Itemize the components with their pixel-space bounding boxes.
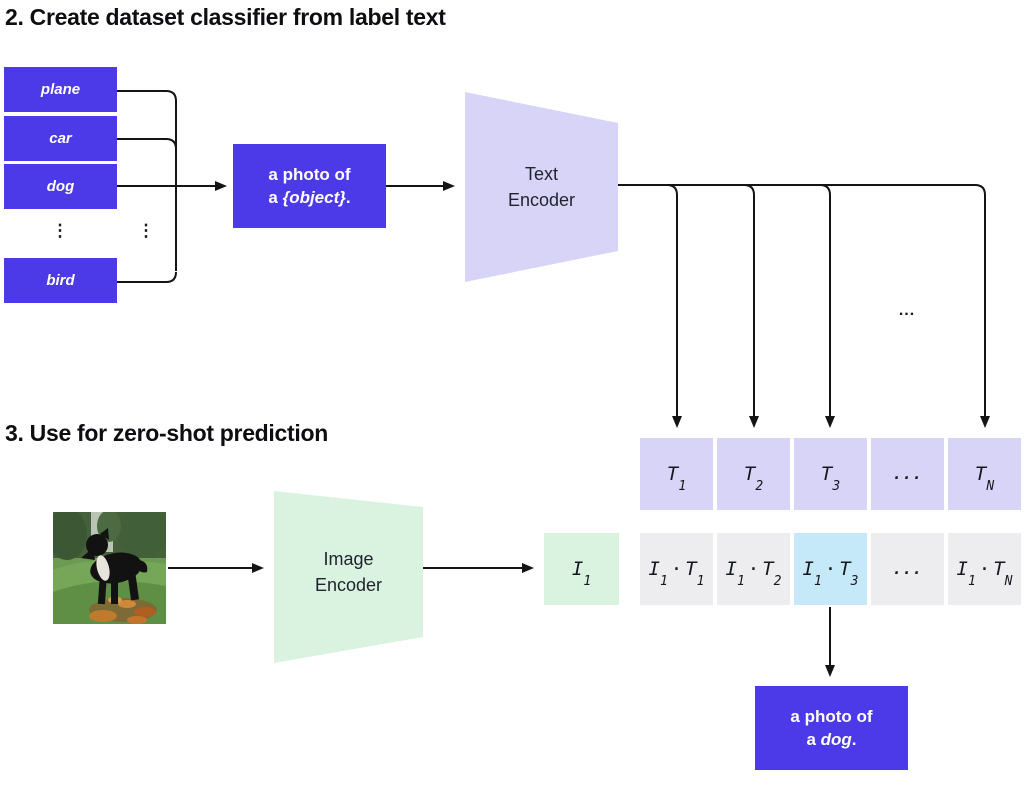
- class-label-car-text: car: [49, 130, 72, 147]
- class-label-car: car: [4, 116, 117, 161]
- i1-cell: I1: [544, 533, 619, 605]
- arrow-to-t1: [666, 184, 682, 428]
- class-label-dog-text: dog: [46, 178, 75, 195]
- i1t3-cell-highlighted: I1·T3: [794, 533, 867, 605]
- class-label-plane-text: plane: [40, 81, 81, 98]
- class-labels-ellipsis: ⋮: [51, 221, 69, 240]
- text-encoder-label: Text Encoder: [507, 164, 576, 210]
- t2-cell: T2: [717, 438, 790, 510]
- label-merge-lines: [117, 90, 227, 283]
- zero-shot-lines: [168, 563, 835, 677]
- arrow-to-tn: [618, 184, 990, 428]
- text-encoder-shape: [465, 92, 618, 282]
- arrow-to-t2: [743, 184, 759, 428]
- text-encoder-output-harness: [618, 184, 990, 428]
- result-object: dog: [820, 730, 852, 749]
- result-box: a photo of a dog.: [755, 686, 908, 770]
- t3-cell: T3: [794, 438, 867, 510]
- prompt-template-box: a photo of a {object}.: [233, 144, 386, 228]
- image-encoder-shape: [274, 491, 423, 663]
- dog-photo: [53, 512, 166, 624]
- prompt-object-placeholder: {object}: [282, 188, 346, 207]
- section2-title: 2. Create dataset classifier from label …: [5, 4, 446, 30]
- sim-ellipsis-cell: ...: [871, 533, 944, 605]
- tn-cell: TN: [948, 438, 1021, 510]
- t1-cell: T1: [640, 438, 713, 510]
- class-label-plane: plane: [4, 67, 117, 112]
- i1tn-cell: I1·TN: [948, 533, 1021, 605]
- i1t2-cell: I1·T2: [717, 533, 790, 605]
- prompt-line2: a {object}.: [268, 188, 351, 207]
- prompt-line1: a photo of: [268, 165, 351, 184]
- arrow-to-t3: [819, 184, 835, 428]
- class-label-bird-text: bird: [46, 272, 75, 289]
- merge-lines-ellipsis: ⋮: [137, 221, 155, 240]
- class-label-dog: dog: [4, 164, 117, 209]
- image-encoder-label: Image Encoder: [314, 549, 383, 595]
- harness-ellipsis: ...: [898, 302, 916, 319]
- result-line2: a dog.: [806, 730, 857, 749]
- t-ellipsis-cell: ...: [871, 438, 944, 510]
- result-line1: a photo of: [790, 707, 873, 726]
- i1t1-cell: I1·T1: [640, 533, 713, 605]
- section3-title: 3. Use for zero-shot prediction: [5, 420, 328, 446]
- class-label-bird: bird: [4, 258, 117, 303]
